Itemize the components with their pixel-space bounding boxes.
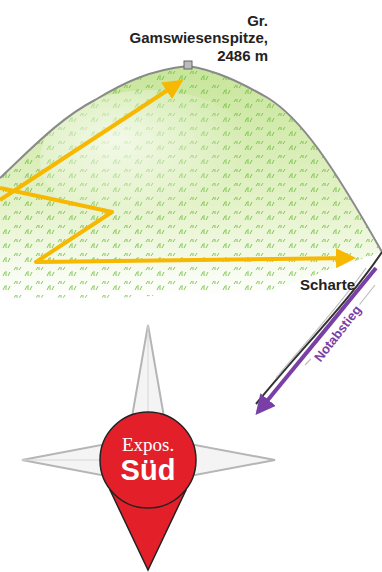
ridge-line [0, 66, 382, 252]
descent-label: Notabstieg [310, 300, 367, 367]
rock-face [256, 252, 382, 404]
summit-marker [184, 61, 192, 69]
grass-slope [0, 66, 382, 298]
emergency-descent-arrow [258, 268, 376, 412]
pin-caption: Expos. [122, 435, 174, 455]
pin-direction: Süd [121, 455, 176, 485]
col-label: Scharte [300, 276, 355, 293]
summit-label: Gr. Gamswiesenspitze, 2486 m [108, 12, 268, 64]
exposure-pin: Expos.Süd [99, 411, 197, 509]
ascent-route [0, 82, 352, 262]
